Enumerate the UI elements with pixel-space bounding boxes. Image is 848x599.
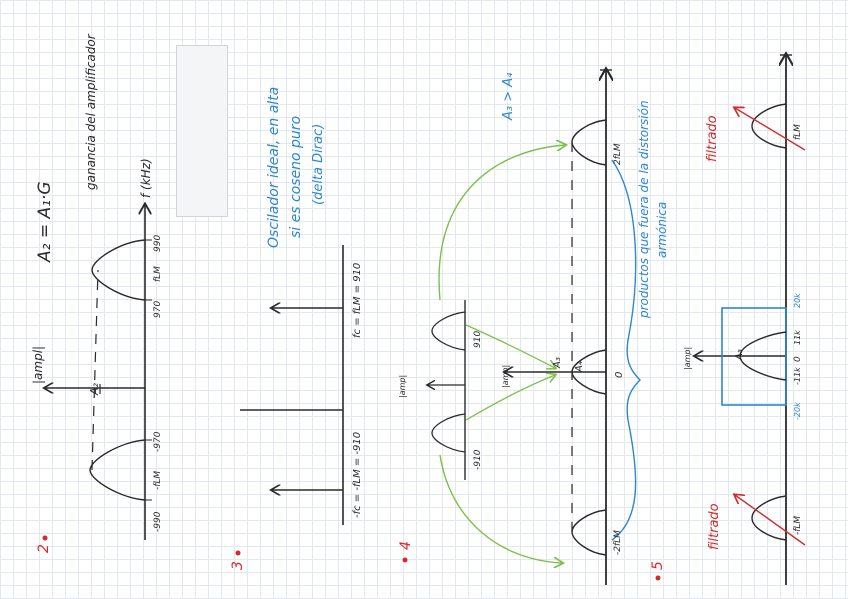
amp-axis-main: |amp| [501, 365, 510, 388]
section-number-2: 2 [36, 544, 52, 553]
amp-axis-small: |amp| [398, 375, 407, 398]
tick-mflm-5: -fLM [793, 516, 803, 535]
section-number-3: 3 [230, 561, 246, 570]
tick-m2flm: -2fLM [613, 530, 623, 555]
tick-910-small: 910 [473, 331, 483, 348]
tick-m990: -990 [153, 511, 163, 532]
section-4 [428, 70, 641, 585]
fc-right-label: fc = fLM = 910 [352, 263, 363, 338]
products-line-1: productos que fuera de la distorsión [637, 100, 651, 319]
tick-m970: -970 [153, 431, 163, 452]
section-5 [695, 55, 806, 585]
a3-label: A₃ [552, 357, 563, 369]
tick-flm-5: fLM [793, 124, 803, 140]
amp-axis-label: |ampl| [31, 346, 45, 384]
section-number-4: 4 [398, 541, 414, 550]
osc-line-1: Oscilador ideal, en alta [266, 87, 282, 248]
section-2 [45, 205, 152, 540]
a4-label: A₄ [574, 361, 585, 373]
gain-subtitle: ganancia del amplificador [84, 33, 98, 190]
tick-m20k: -20k [793, 402, 802, 420]
tick-990: 990 [153, 235, 163, 252]
tick-mflm: -fLM [153, 471, 163, 490]
a3-gt-a4: A₃ > A₄ [501, 72, 516, 121]
fc-left-label: -fc = -fLM = -910 [352, 432, 363, 518]
osc-line-3: (delta Dirac) [311, 124, 326, 205]
a3-label-5: A₃ [734, 349, 745, 361]
gain-equation: A₂ = A₁·G [35, 181, 55, 263]
tick-m910-small: -910 [473, 449, 483, 470]
tick-m11k: -11k [793, 367, 802, 385]
freq-axis-label: f (kHz) [139, 158, 153, 198]
filtrado-label-1: filtrado [707, 503, 722, 550]
products-line-2: armónica [655, 202, 669, 258]
tick-zero-4: 0 [614, 372, 625, 378]
tick-20k: 20k [793, 293, 802, 308]
section-3 [240, 245, 344, 525]
amp-axis-5: |amp| [683, 347, 692, 370]
tick-11k: 11k [793, 330, 802, 345]
tick-970: 970 [153, 301, 163, 318]
section-number-5: 5 [650, 561, 666, 570]
osc-line-2: si es coseno puro [288, 116, 304, 238]
tick-zero-5: 0 [793, 356, 803, 362]
filtrado-label-2: filtrado [705, 115, 720, 162]
tick-2flm: 2fLM [613, 143, 623, 165]
tick-flm: fLM [153, 266, 163, 282]
a2-label: A₂ [88, 382, 101, 396]
block-diagram-thumbnail [176, 45, 228, 217]
